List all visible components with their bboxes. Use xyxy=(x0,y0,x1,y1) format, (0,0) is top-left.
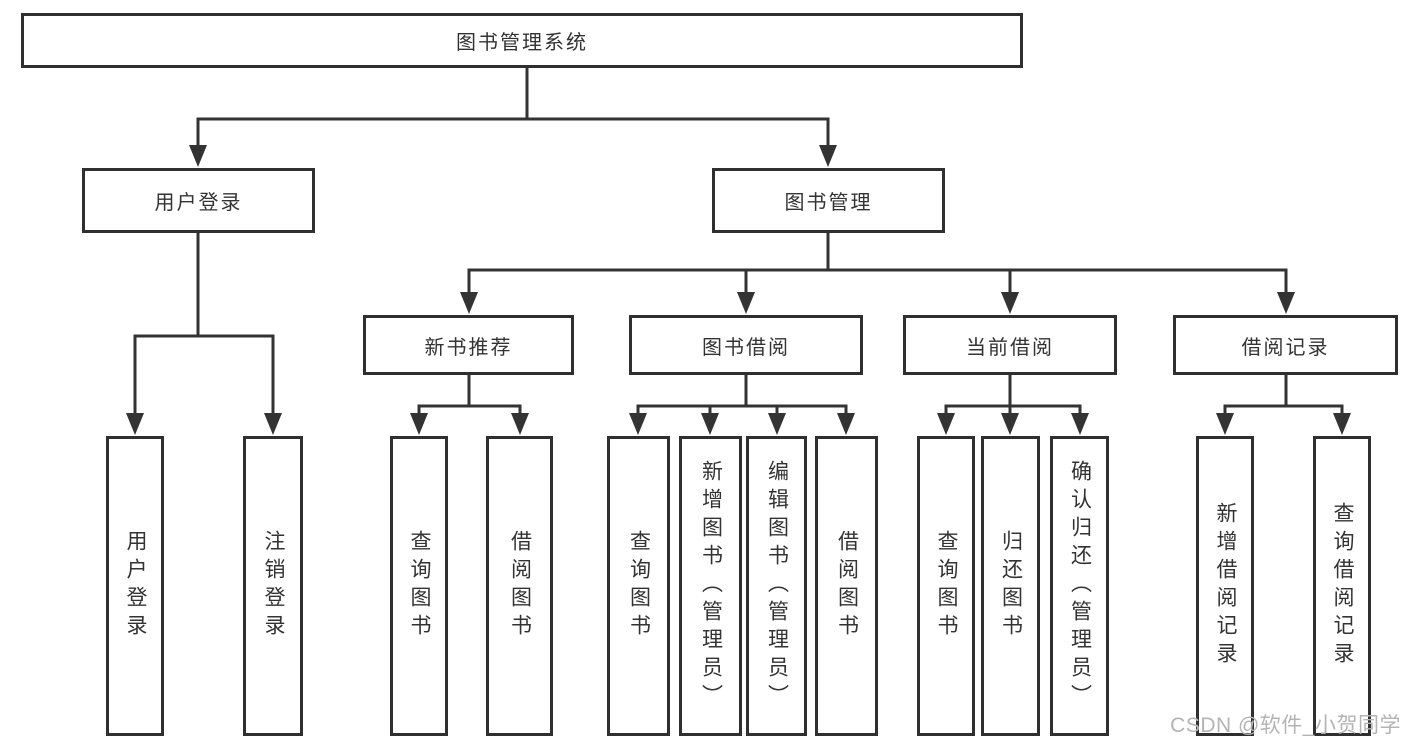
leaf-borrow-query-books-label: 查询图书 xyxy=(627,530,651,642)
leaf-borrow-query-books: 查询图书 xyxy=(607,436,670,736)
node-branch-book-management: 图书管理 xyxy=(712,168,945,233)
leaf-return-books-label: 归还图书 xyxy=(999,530,1023,642)
node-group-borrow-records: 借阅记录 xyxy=(1173,315,1398,375)
leaf-recommend-query-books-label: 查询图书 xyxy=(408,530,431,642)
node-root-label: 图书管理系统 xyxy=(456,32,588,54)
node-branch-book-management-label: 图书管理 xyxy=(784,192,873,214)
leaf-add-borrow-record-label: 新增借阅记录 xyxy=(1214,502,1237,670)
leaf-confirm-return-admin: 确认归还（管理员） xyxy=(1050,436,1109,736)
node-root: 图书管理系统 xyxy=(21,13,1023,68)
node-group-book-borrow: 图书借阅 xyxy=(629,315,863,375)
node-group-new-book-recommend: 新书推荐 xyxy=(363,315,574,375)
node-group-current-borrow: 当前借阅 xyxy=(903,315,1117,375)
node-branch-user-login: 用户登录 xyxy=(82,168,315,233)
leaf-borrow-books: 借阅图书 xyxy=(815,436,878,736)
leaf-edit-books-admin-label: 编辑图书（管理员） xyxy=(765,460,789,712)
leaf-add-borrow-record: 新增借阅记录 xyxy=(1196,436,1254,736)
leaf-query-borrow-record-label: 查询借阅记录 xyxy=(1331,502,1354,670)
leaf-add-books-admin-label: 新增图书（管理员） xyxy=(699,460,723,712)
leaf-recommend-borrow-books-label: 借阅图书 xyxy=(508,530,532,642)
leaf-query-borrow-record: 查询借阅记录 xyxy=(1313,436,1371,736)
leaf-return-books: 归还图书 xyxy=(981,436,1040,736)
leaf-recommend-borrow-books: 借阅图书 xyxy=(486,436,553,736)
leaf-borrow-books-label: 借阅图书 xyxy=(835,530,859,642)
node-group-new-book-recommend-label: 新书推荐 xyxy=(424,336,513,359)
leaf-logout-label: 注销登录 xyxy=(262,530,285,642)
node-group-borrow-records-label: 借阅记录 xyxy=(1241,336,1330,359)
leaf-current-query-books: 查询图书 xyxy=(917,436,975,736)
leaf-add-books-admin: 新增图书（管理员） xyxy=(679,436,742,736)
node-group-current-borrow-label: 当前借阅 xyxy=(966,336,1054,359)
leaf-confirm-return-admin-label: 确认归还（管理员） xyxy=(1068,460,1092,712)
leaf-user-login-label: 用户登录 xyxy=(124,530,147,642)
node-branch-user-login-label: 用户登录 xyxy=(154,192,243,214)
leaf-edit-books-admin: 编辑图书（管理员） xyxy=(746,436,807,736)
leaf-logout: 注销登录 xyxy=(243,436,303,736)
leaf-user-login: 用户登录 xyxy=(106,436,164,736)
csdn-watermark: CSDN @软件_小贺同学 xyxy=(1170,714,1401,737)
node-group-book-borrow-label: 图书借阅 xyxy=(702,336,790,359)
leaf-current-query-books-label: 查询图书 xyxy=(935,530,958,642)
leaf-recommend-query-books: 查询图书 xyxy=(390,436,448,736)
arrowheads xyxy=(126,145,1351,435)
